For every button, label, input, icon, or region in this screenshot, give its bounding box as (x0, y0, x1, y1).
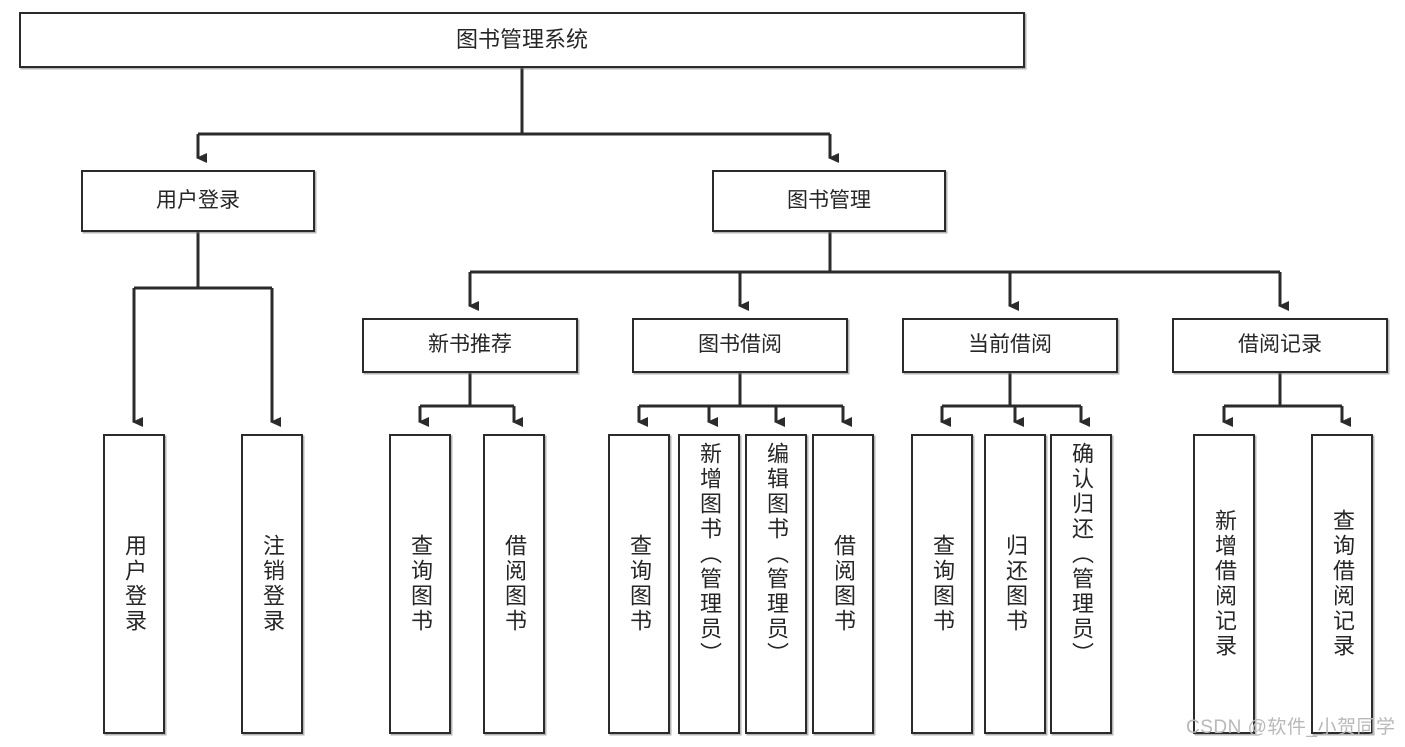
leaf-return-book[interactable]: 归还图书 (984, 434, 1046, 734)
node-borrow-record[interactable]: 借阅记录 (1172, 318, 1388, 373)
node-book-borrow[interactable]: 图书借阅 (632, 318, 848, 373)
leaf-add-borrow-record[interactable]: 新增借阅记录 (1193, 434, 1255, 734)
node-current-borrow-label: 当前借阅 (968, 333, 1052, 357)
leaf-query-book-borrow-label: 查询图书 (627, 534, 652, 634)
leaf-confirm-return-admin-label: 确认归还（管理员） (1069, 442, 1094, 667)
leaf-query-book-current[interactable]: 查询图书 (911, 434, 973, 734)
leaf-logout-login[interactable]: 注销登录 (241, 434, 303, 734)
leaf-query-book-current-label: 查询图书 (930, 534, 955, 634)
leaf-borrow-book-recommend-label: 借阅图书 (502, 534, 527, 634)
node-user-login-label: 用户登录 (156, 188, 240, 212)
leaf-borrow-book-label: 借阅图书 (831, 534, 856, 634)
leaf-borrow-book[interactable]: 借阅图书 (812, 434, 874, 734)
node-new-book-recommend-label: 新书推荐 (428, 333, 512, 357)
node-root[interactable]: 图书管理系统 (19, 12, 1025, 68)
leaf-confirm-return-admin[interactable]: 确认归还（管理员） (1050, 434, 1112, 734)
node-book-management[interactable]: 图书管理 (712, 170, 946, 232)
node-root-label: 图书管理系统 (455, 27, 588, 53)
node-user-login[interactable]: 用户登录 (81, 170, 315, 232)
leaf-add-borrow-record-label: 新增借阅记录 (1212, 509, 1237, 659)
leaf-user-login-label: 用户登录 (122, 534, 147, 634)
leaf-user-login[interactable]: 用户登录 (103, 434, 165, 734)
leaf-query-book-recommend-label: 查询图书 (408, 534, 433, 634)
leaf-logout-login-label: 注销登录 (260, 534, 285, 634)
leaf-query-borrow-record[interactable]: 查询借阅记录 (1311, 434, 1373, 734)
leaf-add-book-admin[interactable]: 新增图书（管理员） (678, 434, 740, 734)
leaf-query-book-recommend[interactable]: 查询图书 (389, 434, 451, 734)
leaf-return-book-label: 归还图书 (1003, 534, 1028, 634)
leaf-query-book-borrow[interactable]: 查询图书 (608, 434, 670, 734)
node-new-book-recommend[interactable]: 新书推荐 (362, 318, 578, 373)
node-book-management-label: 图书管理 (787, 188, 871, 212)
node-book-borrow-label: 图书借阅 (698, 333, 782, 357)
node-borrow-record-label: 借阅记录 (1238, 333, 1322, 357)
leaf-borrow-book-recommend[interactable]: 借阅图书 (483, 434, 545, 734)
watermark-text: CSDN @软件_小贺同学 (1186, 717, 1396, 738)
leaf-edit-book-admin-label: 编辑图书（管理员） (764, 442, 789, 667)
node-current-borrow[interactable]: 当前借阅 (902, 318, 1118, 373)
leaf-add-book-admin-label: 新增图书（管理员） (697, 442, 722, 667)
leaf-edit-book-admin[interactable]: 编辑图书（管理员） (745, 434, 807, 734)
leaf-query-borrow-record-label: 查询借阅记录 (1330, 509, 1355, 659)
